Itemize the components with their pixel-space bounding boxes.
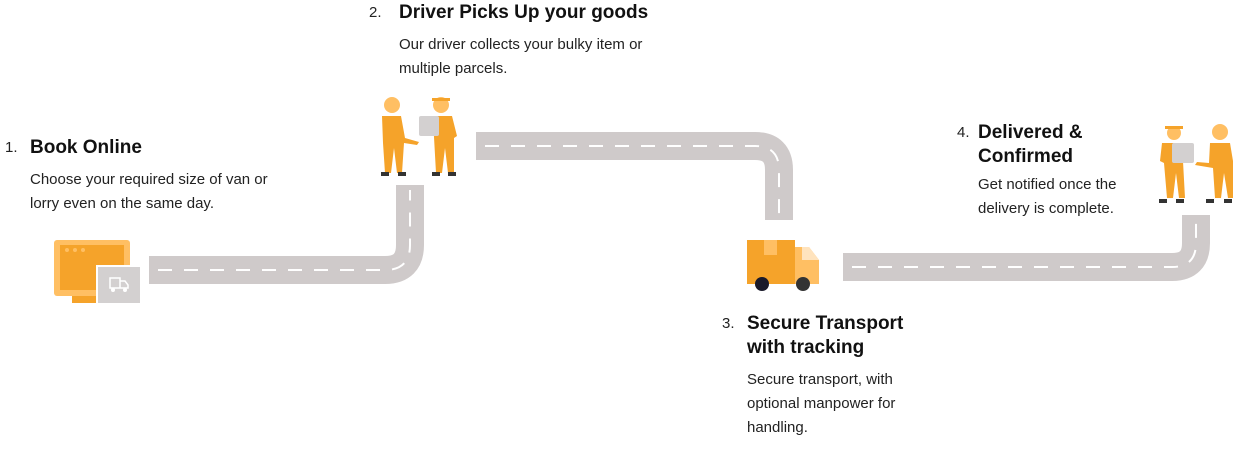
step-2: 2. Driver Picks Up your goods Our driver… [369,1,699,81]
step-number: 2. [369,4,382,21]
computer-truck-icon [54,240,141,304]
step-title: Secure Transport with tracking [747,313,904,358]
step-number: 4. [957,124,970,141]
step-4: 4. Delivered & Confirmed Get notified on… [957,121,1147,221]
delivery-truck-icon [747,240,819,291]
step-3: 3. Secure Transport with tracking Secure… [722,312,932,440]
step-number: 1. [5,139,18,156]
step-description: Get notified once the delivery is comple… [978,176,1117,217]
step-description: Choose your required size of van or lorr… [30,171,268,212]
step-1: 1. Book Online Choose your required size… [5,136,295,216]
step-title: Driver Picks Up your goods [399,2,649,23]
step-description: Secure transport, with optional manpower… [747,371,896,436]
road-2 [476,132,793,220]
handover-icon-pickup [381,97,457,176]
step-title: Book Online [30,137,142,158]
step-title: Delivered & Confirmed [978,122,1083,167]
handover-icon-delivery [1159,124,1233,203]
road-3 [843,215,1210,281]
step-number: 3. [722,315,735,332]
step-description: Our driver collects your bulky item or m… [399,36,643,77]
